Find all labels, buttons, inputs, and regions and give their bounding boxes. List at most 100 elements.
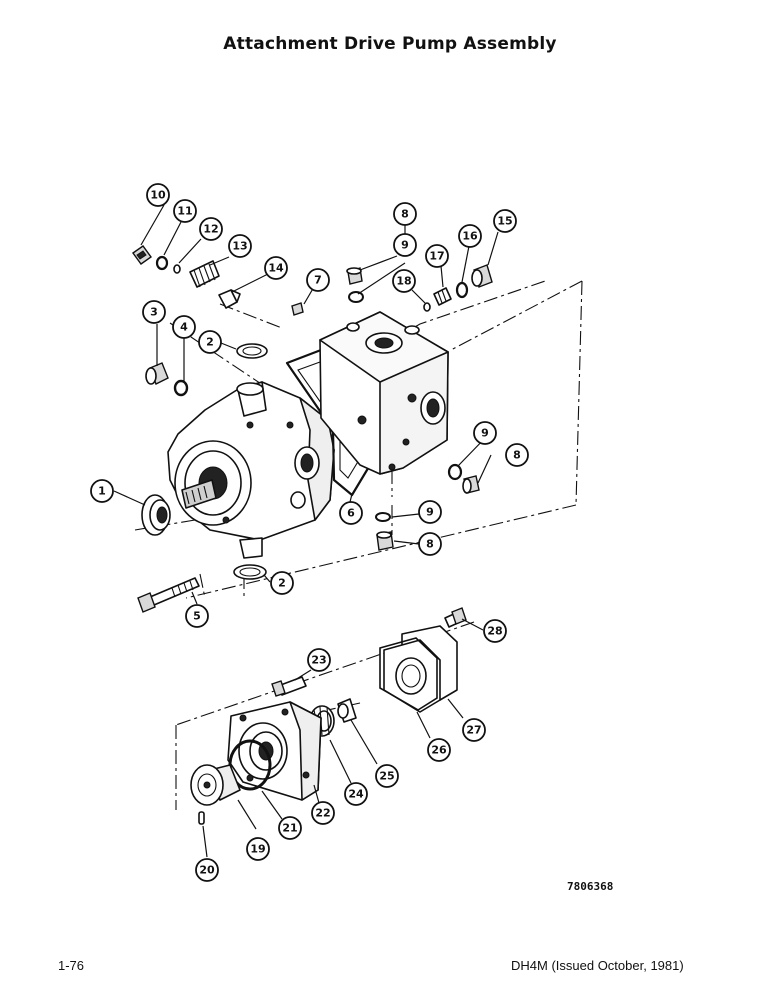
callout-9-top: 9	[393, 233, 417, 257]
callout-label: 7	[314, 274, 322, 287]
callout-label: 12	[203, 223, 218, 236]
callout-label: 21	[282, 822, 297, 835]
bolt-28	[444, 607, 467, 628]
callout-13: 13	[228, 234, 252, 258]
gasket-26	[379, 637, 438, 711]
callout-label: 2	[206, 336, 214, 349]
washer-12	[173, 264, 181, 274]
callout-19: 19	[246, 837, 270, 861]
callout-8-bottom: 8	[418, 532, 442, 556]
callout-label: 16	[462, 230, 478, 243]
callout-label: 28	[487, 625, 502, 638]
callout-18: 18	[392, 269, 416, 293]
o-ring-4	[173, 379, 189, 397]
callout-16: 16	[458, 224, 482, 248]
callout-label: 11	[177, 205, 192, 218]
callout-2-upper: 2	[198, 330, 222, 354]
callout-9-right: 9	[473, 421, 497, 445]
pump-body	[167, 381, 335, 559]
callout-label: 10	[150, 189, 166, 202]
callout-label: 9	[426, 506, 434, 519]
callout-label: 26	[431, 744, 447, 757]
cover-22	[227, 701, 322, 801]
plug-3	[145, 362, 169, 385]
callout-23: 23	[307, 648, 331, 672]
bushing-25	[337, 698, 357, 723]
callout-label: 17	[429, 250, 444, 263]
callout-5: 5	[185, 604, 209, 628]
callout-8-top: 8	[393, 202, 417, 226]
callout-label: 6	[347, 507, 355, 520]
seal-2-upper	[236, 343, 268, 359]
callout-label: 15	[497, 215, 512, 228]
callout-22: 22	[311, 801, 335, 825]
callout-1: 1	[90, 479, 114, 503]
callout-label: 22	[315, 807, 330, 820]
callout-label: 2	[278, 577, 286, 590]
plug-15	[471, 264, 493, 288]
callout-20: 20	[195, 858, 219, 882]
bolt-5	[137, 577, 200, 613]
callout-label: 24	[348, 788, 364, 801]
callout-4: 4	[172, 315, 196, 339]
callout-6: 6	[339, 501, 363, 525]
plug-8-top	[346, 267, 363, 285]
o-ring-9-bottom	[375, 512, 391, 522]
callout-label: 20	[199, 864, 215, 877]
poppet-14	[218, 289, 241, 309]
plug-10	[132, 245, 152, 265]
callout-25: 25	[375, 764, 399, 788]
callout-8-right: 8	[505, 443, 529, 467]
gear-19	[190, 764, 241, 806]
callout-label: 3	[150, 306, 158, 319]
seal-1	[141, 494, 171, 536]
callout-2-lower: 2	[270, 571, 294, 595]
callout-label: 14	[268, 262, 284, 275]
o-ring-16	[455, 281, 469, 299]
page-title: Attachment Drive Pump Assembly	[223, 34, 557, 54]
callout-label: 13	[232, 240, 247, 253]
callout-label: 5	[193, 610, 201, 623]
callout-10: 10	[146, 183, 170, 207]
callout-label: 8	[426, 538, 434, 551]
plug-8-bottom	[376, 531, 394, 551]
callout-27: 27	[462, 718, 486, 742]
o-ring-9-right	[447, 463, 463, 481]
washer-18	[423, 302, 431, 312]
callout-label: 23	[311, 654, 326, 667]
callout-17: 17	[425, 244, 449, 268]
callout-label: 8	[401, 208, 409, 221]
callout-label: 19	[250, 843, 265, 856]
plug-8-right	[462, 475, 480, 494]
callout-label: 4	[180, 321, 188, 334]
key-20	[198, 811, 205, 825]
callout-11: 11	[173, 199, 197, 223]
callout-label: 27	[466, 724, 481, 737]
callout-24: 24	[344, 782, 368, 806]
plug-7	[291, 302, 304, 316]
valve-housing	[319, 311, 449, 475]
o-ring-11	[155, 255, 169, 271]
callout-label: 18	[396, 275, 411, 288]
callout-14: 14	[264, 256, 288, 280]
callout-9-bottom: 9	[418, 500, 442, 524]
callout-12: 12	[199, 217, 223, 241]
callout-label: 1	[98, 485, 106, 498]
seal-2-lower	[233, 564, 267, 580]
o-ring-9-top	[348, 291, 364, 303]
callout-label: 25	[379, 770, 394, 783]
drawing-number: 7806368	[567, 880, 614, 893]
callout-7: 7	[306, 268, 330, 292]
callout-15: 15	[493, 209, 517, 233]
callout-label: 8	[513, 449, 521, 462]
callout-28: 28	[483, 619, 507, 643]
page-number: 1-76	[58, 958, 85, 973]
adapter-27	[383, 625, 458, 713]
callout-21: 21	[278, 816, 302, 840]
callout-label: 9	[401, 239, 409, 252]
spring-17	[433, 287, 452, 306]
callout-3: 3	[142, 300, 166, 324]
document-issue: DH4M (Issued October, 1981)	[511, 958, 684, 973]
callout-label: 9	[481, 427, 489, 440]
